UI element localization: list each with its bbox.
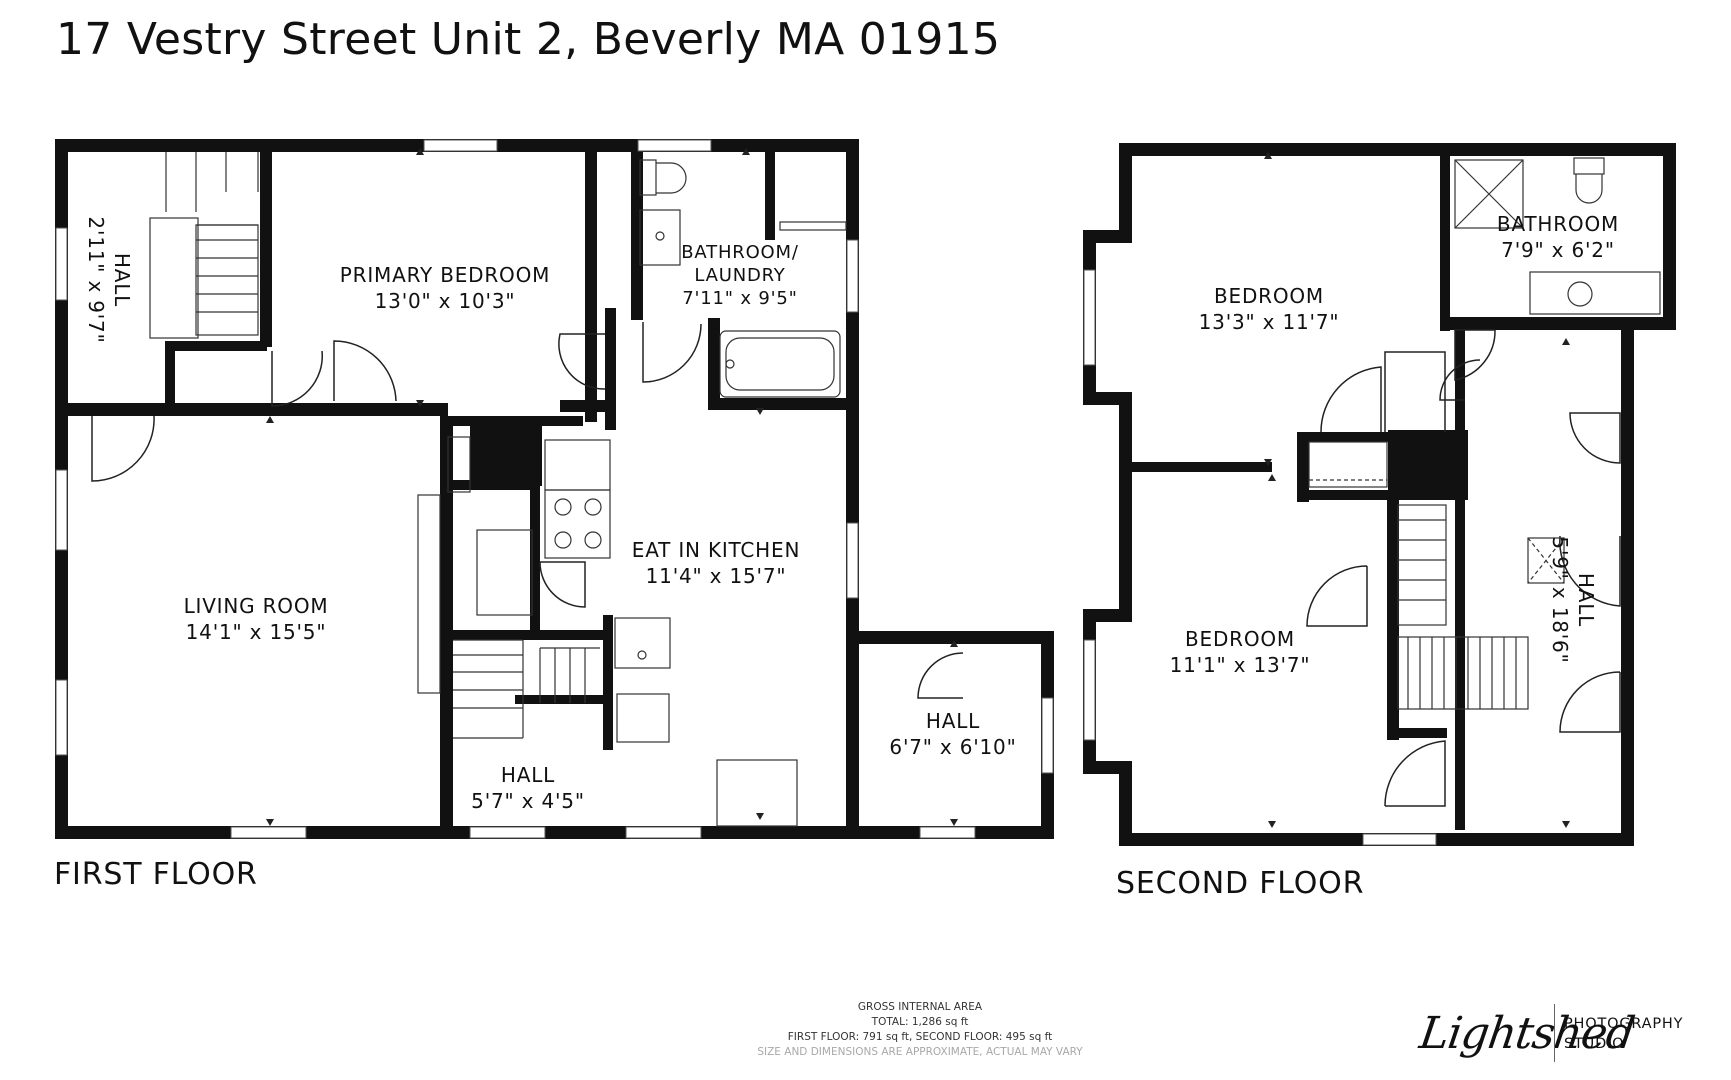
room-name: BATHROOM/	[681, 242, 799, 263]
room-size: 14'1" x 15'5"	[185, 620, 327, 644]
room-name: BEDROOM	[1184, 627, 1295, 651]
room-size: 5'9" x 18'6"	[1548, 536, 1572, 664]
room-name-line2: LAUNDRY	[694, 265, 786, 286]
property-address-title: 17 Vestry Street Unit 2, Beverly MA 0191…	[56, 14, 1001, 65]
room-size: 7'9" x 6'2"	[1501, 238, 1615, 262]
room-size: 6'7" x 6'10"	[889, 735, 1017, 759]
dimension-markers	[266, 148, 1570, 828]
room-label-hall-stair: HALL 2'11" x 9'7"	[83, 216, 135, 343]
room-label-living-room: LIVING ROOM 14'1" x 15'5"	[184, 593, 329, 645]
walls	[55, 139, 1676, 846]
room-size: 11'4" x 15'7"	[645, 564, 787, 588]
room-label-eat-in-kitchen: EAT IN KITCHEN 11'4" x 15'7"	[632, 537, 800, 589]
room-size: 7'11" x 9'5"	[682, 288, 798, 309]
room-name: EAT IN KITCHEN	[631, 538, 801, 562]
room-label-hall-upper: HALL 5'9" x 18'6"	[1547, 536, 1599, 663]
room-size: 11'1" x 13'7"	[1169, 653, 1311, 677]
room-name: BATHROOM	[1496, 212, 1620, 236]
door-swings	[91, 322, 1621, 807]
logo-line1: PHOTOGRAPHY	[1564, 1016, 1684, 1032]
room-size: 13'0" x 10'3"	[374, 289, 516, 313]
area-floors: FIRST FLOOR: 791 sq ft, SECOND FLOOR: 49…	[787, 1031, 1053, 1043]
room-label-bathroom-upper: BATHROOM 7'9" x 6'2"	[1497, 211, 1619, 263]
room-label-primary-bedroom: PRIMARY BEDROOM 13'0" x 10'3"	[340, 262, 550, 314]
room-label-bathroom-laundry: BATHROOM/ LAUNDRY 7'11" x 9'5"	[681, 241, 798, 310]
room-name: HALL	[110, 252, 134, 308]
room-label-bedroom-upper: BEDROOM 13'3" x 11'7"	[1199, 283, 1340, 335]
room-name: LIVING ROOM	[183, 594, 329, 618]
first-floor-label: FIRST FLOOR	[54, 857, 258, 892]
room-size: 5'7" x 4'5"	[471, 789, 585, 813]
room-size: 13'3" x 11'7"	[1198, 310, 1340, 334]
second-floor-label: SECOND FLOOR	[1116, 866, 1365, 901]
logo-text: PHOTOGRAPHY STUDIO	[1564, 1014, 1683, 1054]
room-name: HALL	[925, 709, 981, 733]
room-size: 2'11" x 9'7"	[84, 216, 108, 344]
area-disclaimer: SIZE AND DIMENSIONS ARE APPROXIMATE, ACT…	[757, 1046, 1083, 1058]
fixtures	[149, 152, 1661, 827]
room-name: HALL	[500, 763, 556, 787]
room-name: PRIMARY BEDROOM	[339, 263, 551, 287]
gross-area-summary: GROSS INTERNAL AREA TOTAL: 1,286 sq ft F…	[757, 1000, 1082, 1060]
room-label-hall-entry: HALL 5'7" x 4'5"	[471, 762, 585, 814]
area-heading: GROSS INTERNAL AREA	[857, 1001, 983, 1013]
logo-line2: STUDIO	[1564, 1036, 1625, 1052]
room-name: BEDROOM	[1213, 284, 1324, 308]
windows	[55, 139, 1437, 846]
logo-divider	[1554, 1004, 1555, 1062]
room-label-hall-side: HALL 6'7" x 6'10"	[889, 708, 1016, 760]
room-name: HALL	[1574, 572, 1598, 628]
area-total: TOTAL: 1,286 sq ft	[871, 1016, 969, 1028]
room-label-bedroom-lower: BEDROOM 11'1" x 13'7"	[1170, 626, 1311, 678]
studio-logo: Lightshed PHOTOGRAPHY STUDIO	[1416, 1000, 1720, 1080]
